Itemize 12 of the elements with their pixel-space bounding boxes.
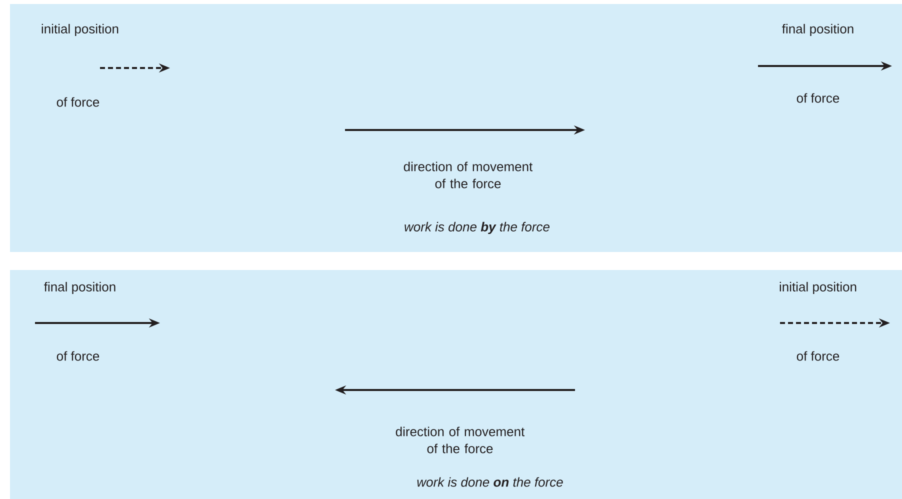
label: initial position	[42, 24, 118, 36]
label: final position	[782, 24, 854, 36]
panel-text: work is done by the force	[404, 222, 550, 234]
panel-text: work is done on the force	[417, 477, 563, 487]
label: of force	[796, 93, 840, 103]
label: direction of movement of the force	[404, 162, 533, 188]
label: of force	[796, 351, 840, 361]
label: direction of movement of the force	[396, 426, 525, 454]
label: of force	[56, 97, 100, 107]
label: of force	[56, 351, 100, 361]
label: initial position	[780, 282, 856, 294]
label: final position	[44, 282, 116, 294]
